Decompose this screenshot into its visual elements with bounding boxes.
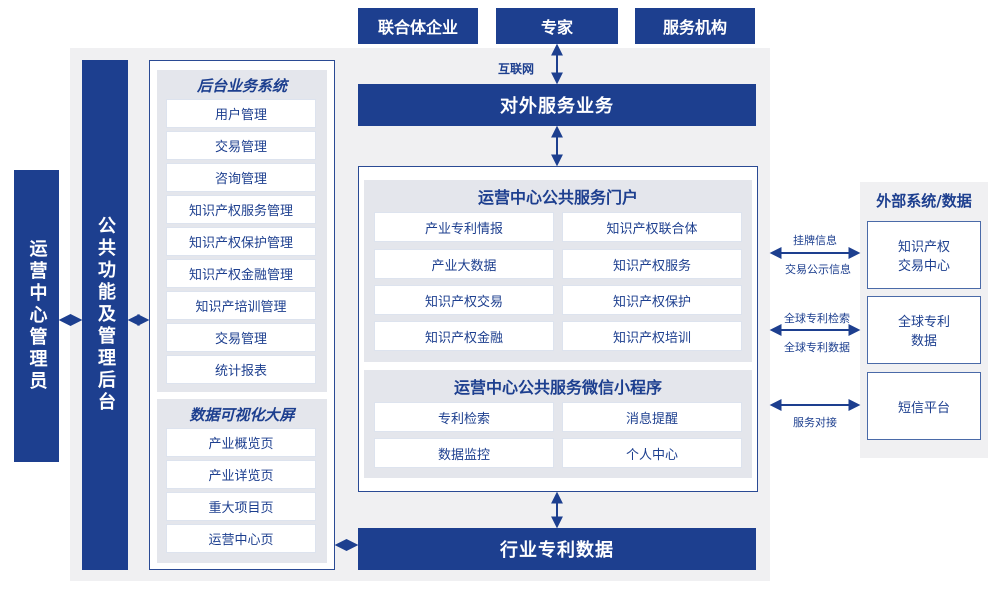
backend-item: 交易管理: [166, 323, 316, 352]
backend-item: 咨询管理: [166, 163, 316, 192]
public-backend-box: 公共功能及管理后台: [82, 60, 128, 570]
link-label-trade-disclosure: 交易公示信息: [785, 263, 851, 276]
data-screen-item: 产业概览页: [166, 428, 316, 457]
portal-item: 知识产权服务: [562, 249, 742, 279]
external-service-bar: 对外服务业务: [358, 84, 756, 126]
backend-item: 统计报表: [166, 355, 316, 384]
portal-item: 知识产权金融: [374, 321, 554, 351]
link-label-service-connection: 服务对接: [793, 416, 837, 429]
top-box-experts: 专家: [496, 8, 618, 44]
backend-item: 知识产权保护管理: [166, 227, 316, 256]
miniprogram-item: 专利检索: [374, 402, 554, 432]
backend-item: 知识产权服务管理: [166, 195, 316, 224]
portal-item: 知识产权保护: [562, 285, 742, 315]
miniprogram-item: 个人中心: [562, 438, 742, 468]
operator-box: 运营中心管理员: [14, 170, 59, 462]
industry-data-bar: 行业专利数据: [358, 528, 756, 570]
backend-system-title: 后台业务系统: [196, 76, 287, 95]
link-label-listing: 挂牌信息: [793, 234, 837, 247]
backend-item: 知识产培训管理: [166, 291, 316, 320]
internet-label: 互联网: [498, 62, 535, 76]
top-box-service-agencies: 服务机构: [635, 8, 755, 44]
backend-item: 知识产权金融管理: [166, 259, 316, 288]
link-label-global-patent-search: 全球专利检索: [784, 312, 850, 325]
portal-item: 知识产权交易: [374, 285, 554, 315]
portal-title: 运营中心公共服务门户: [477, 188, 638, 207]
miniprogram-title: 运营中心公共服务微信小程序: [453, 378, 662, 397]
portal-item: 产业大数据: [374, 249, 554, 279]
backend-item: 用户管理: [166, 99, 316, 128]
top-box-consortium: 联合体企业: [358, 8, 478, 44]
external-item-trading-center: 知识产权 交易中心: [867, 221, 981, 289]
portal-item: 知识产权培训: [562, 321, 742, 351]
miniprogram-item: 数据监控: [374, 438, 554, 468]
miniprogram-item: 消息提醒: [562, 402, 742, 432]
link-label-global-patent-data: 全球专利数据: [784, 341, 850, 354]
data-screen-title: 数据可视化大屏: [189, 405, 295, 424]
backend-item: 交易管理: [166, 131, 316, 160]
data-screen-item: 重大项目页: [166, 492, 316, 521]
portal-item: 知识产权联合体: [562, 212, 742, 242]
data-screen-item: 产业详览页: [166, 460, 316, 489]
external-item-global-patent: 全球专利 数据: [867, 296, 981, 364]
portal-item: 产业专利情报: [374, 212, 554, 242]
external-title: 外部系统/数据: [876, 191, 972, 210]
external-item-sms-platform: 短信平台: [867, 372, 981, 440]
data-screen-item: 运营中心页: [166, 524, 316, 553]
